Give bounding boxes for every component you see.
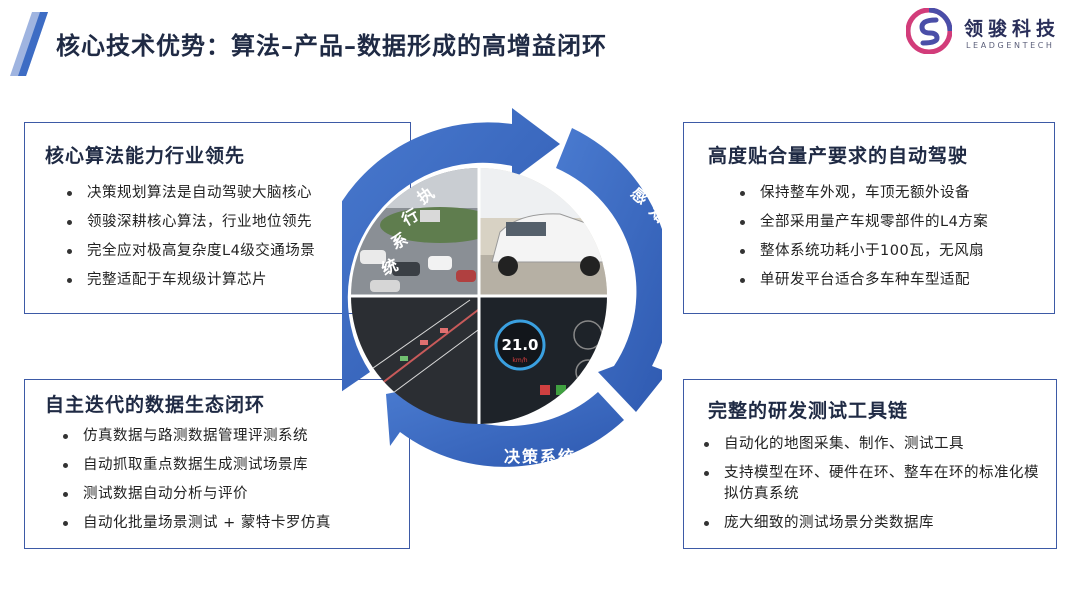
list-item: 支持模型在环、硬件在环、整车在环的标准化模拟仿真系统 bbox=[702, 463, 1052, 505]
logo-name-en: LEADGENTECH bbox=[966, 41, 1055, 50]
bullet-icon bbox=[63, 434, 68, 439]
list-item: 自动化批量场景测试 + 蒙特卡罗仿真 bbox=[61, 513, 331, 534]
list-item: 自动抓取重点数据生成测试场景库 bbox=[61, 455, 331, 476]
bullet-icon bbox=[740, 220, 745, 225]
label-decision: 决策系统 bbox=[504, 447, 576, 466]
page-title: 核心技术优势：算法–产品–数据形成的高增益闭环 bbox=[56, 31, 607, 60]
list-item: 完全应对极高复杂度L4级交通场景 bbox=[65, 241, 315, 262]
execution-arc bbox=[342, 108, 560, 392]
perception-arc bbox=[556, 128, 662, 412]
section-data-ecosystem: 自主迭代的数据生态闭环 仿真数据与路测数据管理评测系统 自动抓取重点数据生成测试… bbox=[24, 379, 410, 549]
bullet-list: 自动化的地图采集、制作、测试工具 支持模型在环、硬件在环、整车在环的标准化模拟仿… bbox=[702, 434, 1052, 542]
section-mass-production: 高度贴合量产要求的自动驾驶 保持整车外观，车顶无额外设备 全部采用量产车规零部件… bbox=[683, 122, 1055, 314]
list-item: 决策规划算法是自动驾驶大脑核心 bbox=[65, 183, 315, 204]
list-item: 测试数据自动分析与评价 bbox=[61, 484, 331, 505]
bullet-icon bbox=[740, 278, 745, 283]
bullet-icon bbox=[704, 442, 709, 447]
bullet-icon bbox=[67, 220, 72, 225]
cycle-ring bbox=[342, 108, 662, 467]
label-char: 统 bbox=[379, 255, 401, 279]
list-item: 整体系统功耗小于100瓦，无风扇 bbox=[738, 241, 988, 262]
bullet-icon bbox=[63, 463, 68, 468]
bullet-icon bbox=[67, 249, 72, 254]
bullet-icon bbox=[67, 191, 72, 196]
bullet-icon bbox=[67, 278, 72, 283]
logo-icon bbox=[906, 8, 952, 54]
bullet-list: 决策规划算法是自动驾驶大脑核心 领骏深耕核心算法，行业地位领先 完全应对极高复杂… bbox=[65, 183, 315, 299]
section-title: 高度贴合量产要求的自动驾驶 bbox=[708, 145, 969, 167]
title-accent-shape bbox=[10, 12, 48, 76]
bullet-icon bbox=[740, 191, 745, 196]
company-logo: 领骏科技 LEADGENTECH bbox=[906, 8, 1066, 58]
dashboard-speed-unit: km/h bbox=[512, 357, 527, 364]
simulation-view-image bbox=[351, 297, 479, 424]
bullet-icon bbox=[63, 492, 68, 497]
list-item: 单研发平台适合多车种车型适配 bbox=[738, 270, 988, 291]
label-char: 系 bbox=[388, 229, 411, 253]
list-item: 庞大细致的测试场景分类数据库 bbox=[702, 513, 1052, 534]
decision-arc bbox=[386, 384, 624, 467]
list-item: 全部采用量产车规零部件的L4方案 bbox=[738, 212, 988, 233]
list-item: 完整适配于车规级计算芯片 bbox=[65, 270, 315, 291]
section-title: 完整的研发测试工具链 bbox=[708, 400, 909, 422]
list-item: 保持整车外观，车顶无额外设备 bbox=[738, 183, 988, 204]
bullet-icon bbox=[704, 521, 709, 526]
bullet-icon bbox=[63, 521, 68, 526]
bullet-list: 仿真数据与路测数据管理评测系统 自动抓取重点数据生成测试场景库 测试数据自动分析… bbox=[61, 426, 331, 542]
logo-name-cn: 领骏科技 bbox=[964, 18, 1061, 40]
section-toolchain: 完整的研发测试工具链 自动化的地图采集、制作、测试工具 支持模型在环、硬件在环、… bbox=[683, 379, 1057, 549]
section-title: 核心算法能力行业领先 bbox=[45, 145, 246, 167]
bullet-icon bbox=[704, 471, 709, 476]
list-item: 仿真数据与路测数据管理评测系统 bbox=[61, 426, 331, 447]
bullet-icon bbox=[740, 249, 745, 254]
dashboard-speed: 21.0 bbox=[501, 336, 538, 354]
list-item: 领骏深耕核心算法，行业地位领先 bbox=[65, 212, 315, 233]
section-title: 自主迭代的数据生态闭环 bbox=[45, 394, 266, 416]
list-item: 自动化的地图采集、制作、测试工具 bbox=[702, 434, 1052, 455]
bullet-list: 保持整车外观，车顶无额外设备 全部采用量产车规零部件的L4方案 整体系统功耗小于… bbox=[738, 183, 988, 299]
